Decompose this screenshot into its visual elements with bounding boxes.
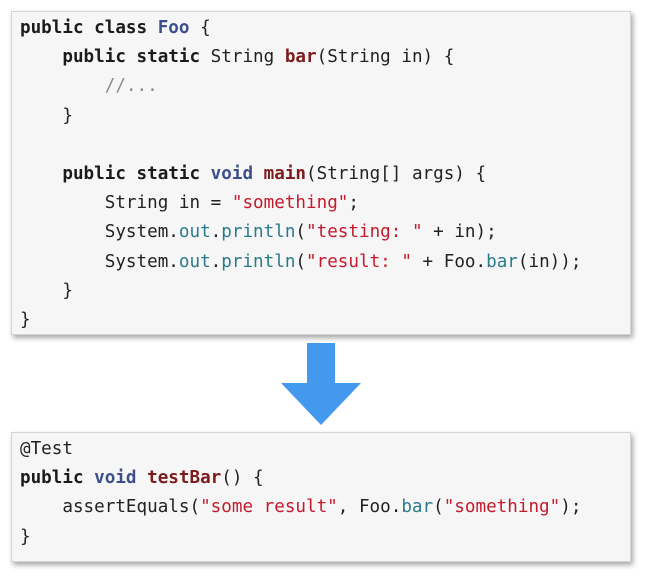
code-token: void bbox=[94, 468, 148, 489]
code-token: bar bbox=[486, 251, 518, 272]
code-token: main bbox=[263, 164, 307, 184]
code-token: @Test bbox=[20, 439, 73, 459]
code-token: "result: " bbox=[306, 251, 412, 272]
code-line: } bbox=[20, 523, 31, 552]
code-token: ); bbox=[560, 497, 582, 518]
code-line: } bbox=[20, 306, 31, 335]
code-token: "something" bbox=[443, 497, 561, 518]
code-line: } bbox=[20, 277, 73, 306]
code-token: bar bbox=[284, 47, 317, 68]
code-token: System. bbox=[20, 251, 179, 272]
code-token: ; bbox=[348, 193, 359, 214]
code-token: public class bbox=[20, 18, 158, 38]
code-token: } bbox=[20, 280, 73, 301]
code-token: "testing: " bbox=[306, 222, 423, 243]
code-token: ( bbox=[433, 497, 444, 518]
code-token bbox=[20, 164, 62, 184]
code-token: void bbox=[210, 164, 264, 184]
code-token: (String in) { bbox=[316, 47, 455, 68]
code-token: out bbox=[178, 251, 211, 272]
code-token: . bbox=[210, 251, 222, 272]
code-line: assertEquals("some result", Foo.bar("som… bbox=[20, 493, 581, 522]
code-token: + in); bbox=[422, 222, 497, 243]
code-token: ( bbox=[295, 251, 307, 272]
code-token: . bbox=[210, 222, 222, 243]
code-line: System.out.println("testing: " + in); bbox=[20, 218, 497, 247]
code-token: Foo bbox=[157, 18, 190, 38]
code-line: @Test bbox=[20, 435, 73, 464]
code-line: System.out.println("result: " + Foo.bar(… bbox=[20, 248, 582, 277]
arrow-down-icon bbox=[281, 343, 361, 425]
code-token: println bbox=[221, 251, 296, 272]
code-token: String bbox=[210, 47, 285, 68]
code-token: "something" bbox=[231, 193, 349, 214]
code-token: + Foo. bbox=[411, 251, 487, 272]
code-token: public static bbox=[62, 47, 211, 68]
test-code-panel: @Test public void testBar() { assertEqual… bbox=[11, 432, 631, 562]
code-token bbox=[20, 47, 62, 67]
code-token: (String[] args) { bbox=[306, 164, 487, 184]
code-token: { bbox=[189, 18, 211, 38]
code-token: out bbox=[178, 222, 211, 243]
code-token: (in)); bbox=[517, 251, 582, 272]
code-token bbox=[20, 76, 105, 96]
code-token: bar bbox=[401, 497, 434, 518]
code-token: } bbox=[20, 526, 31, 547]
code-token: String in = bbox=[20, 193, 232, 214]
code-token: assertEquals( bbox=[20, 497, 201, 518]
code-token: } bbox=[20, 310, 31, 330]
code-token: () { bbox=[221, 468, 264, 489]
code-line: //... bbox=[20, 72, 158, 101]
code-line: public static void main(String[] args) { bbox=[20, 160, 486, 189]
code-line: String in = "something"; bbox=[20, 189, 359, 218]
code-token: testBar bbox=[147, 468, 222, 489]
code-line: public class Foo { bbox=[20, 14, 211, 43]
code-token: "some result" bbox=[200, 497, 338, 518]
code-token: ( bbox=[295, 222, 307, 243]
code-token: } bbox=[20, 105, 73, 126]
code-token: , Foo. bbox=[337, 497, 402, 518]
code-token: println bbox=[221, 222, 296, 243]
code-line: public void testBar() { bbox=[20, 464, 264, 493]
code-line: } bbox=[20, 102, 73, 131]
arrow-shape bbox=[281, 343, 361, 425]
code-token: public bbox=[20, 468, 95, 489]
source-code-panel: public class Foo { public static String … bbox=[11, 11, 631, 335]
code-line: public static String bar(String in) { bbox=[20, 43, 454, 72]
code-token: public static bbox=[62, 164, 211, 184]
code-token: System. bbox=[20, 222, 179, 243]
code-token: //... bbox=[104, 76, 158, 97]
